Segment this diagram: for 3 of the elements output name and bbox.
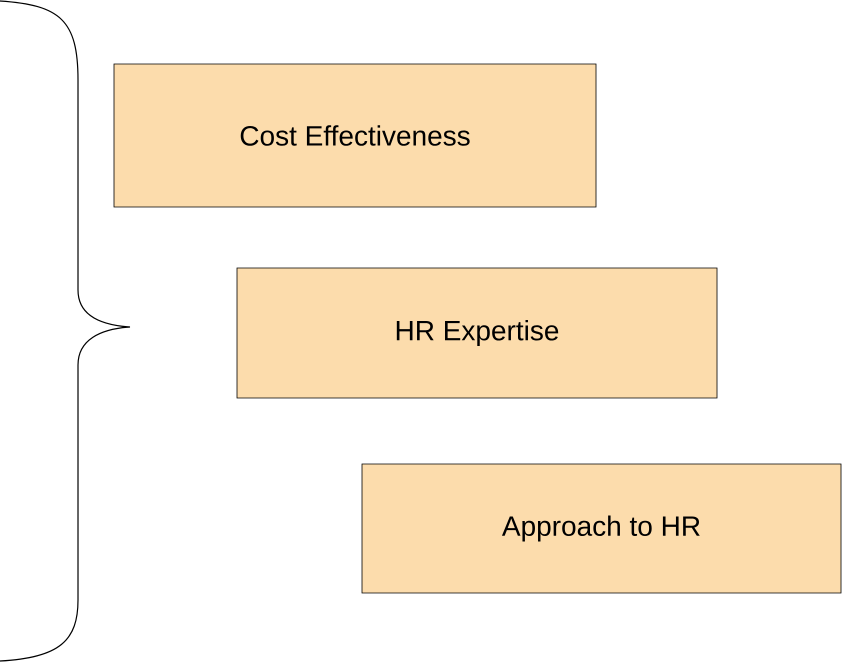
text-box: HR Expertise (236, 268, 718, 398)
text-box: Cost Effectiveness (114, 64, 596, 208)
text-box: Approach to HR (362, 464, 842, 594)
